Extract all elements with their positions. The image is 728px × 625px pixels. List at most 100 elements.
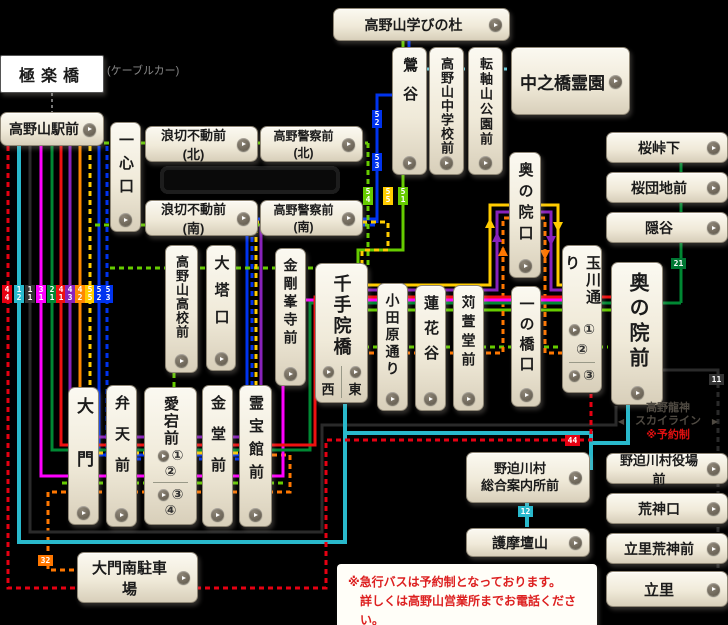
detail-arrow-icon[interactable] xyxy=(177,571,190,584)
station-karukayado-mae[interactable]: 苅萱堂前 xyxy=(453,285,484,411)
detail-arrow-icon[interactable] xyxy=(707,502,720,515)
station-label: 大塔口 xyxy=(212,255,230,336)
detail-arrow-icon[interactable] xyxy=(707,141,720,154)
station-uguisudani[interactable]: 鶯谷 xyxy=(392,47,427,175)
detail-arrow-icon[interactable] xyxy=(237,137,250,151)
station-daimon-minami-chushajo[interactable]: 大門南駐車場 xyxy=(77,552,198,603)
station-atago-mae[interactable]: 愛宕前 ① ② ③ ④ xyxy=(144,387,197,525)
detail-arrow-icon[interactable] xyxy=(707,462,720,475)
senjuinbashi-west-east: 西 東 xyxy=(316,366,367,398)
detail-arrow-icon[interactable] xyxy=(157,489,169,500)
detail-arrow-icon[interactable] xyxy=(424,392,437,405)
station-rengedani[interactable]: 蓮花谷 xyxy=(415,285,446,411)
detail-arrow-icon[interactable] xyxy=(569,471,582,484)
detail-arrow-icon[interactable] xyxy=(157,450,169,461)
station-isshinguchi[interactable]: 一心口 xyxy=(110,122,141,232)
detail-arrow-icon[interactable] xyxy=(403,156,416,169)
detail-arrow-icon[interactable] xyxy=(630,386,644,399)
detail-arrow-icon[interactable] xyxy=(707,221,720,234)
detail-arrow-icon[interactable] xyxy=(609,74,622,88)
detail-arrow-icon[interactable] xyxy=(518,259,532,272)
route-badge-51: 51 xyxy=(398,187,408,205)
detail-arrow-icon[interactable] xyxy=(115,508,128,521)
detail-arrow-icon[interactable] xyxy=(707,542,720,555)
route-badge-53b: 53 xyxy=(372,153,382,171)
station-kondo-mae[interactable]: 金堂前 xyxy=(202,385,233,527)
station-koya-keisatsu-mae-minami[interactable]: 高野警察前 (南) xyxy=(260,200,363,236)
station-namikiri-fudo-mae-minami[interactable]: 浪切不動前(南) xyxy=(145,200,258,236)
detail-arrow-icon[interactable] xyxy=(707,582,720,596)
route-badge-11: 11 xyxy=(25,285,35,303)
station-koya-keisatsu-mae-kita[interactable]: 高野警察前 (北) xyxy=(260,126,363,162)
station-label: 桜団地前 xyxy=(631,179,687,196)
station-sakuradanchi-mae[interactable]: 桜団地前 xyxy=(606,172,728,203)
detail-arrow-icon[interactable] xyxy=(440,156,453,169)
station-daimon[interactable]: 大門 xyxy=(68,387,99,525)
detail-arrow-icon[interactable] xyxy=(237,211,250,225)
station-nosegawa-yakuba-mae[interactable]: 野迫川村役場前 xyxy=(606,453,728,487)
route-badge-21: 21 xyxy=(47,285,57,303)
detail-arrow-icon[interactable] xyxy=(175,354,188,367)
station-tateri-kojin-mae[interactable]: 立里荒神前 xyxy=(606,533,728,564)
station-odawaradori[interactable]: 小田原通り xyxy=(377,283,408,411)
station-ichinohashiguchi[interactable]: 一の橋口 xyxy=(511,286,541,407)
station-okunoin-mae[interactable]: 奥の院前 xyxy=(611,262,663,405)
station-nosegawa-annaijo[interactable]: 野迫川村 総合案内所前 xyxy=(466,452,590,503)
station-benten-mae[interactable]: 弁天前 xyxy=(106,385,137,527)
detail-arrow-icon[interactable] xyxy=(569,369,581,381)
detail-arrow-icon[interactable] xyxy=(349,366,361,377)
station-label: 一心口 xyxy=(117,132,134,201)
station-tateri[interactable]: 立里 xyxy=(606,571,728,607)
route-line-31 xyxy=(39,146,562,478)
station-label: 野迫川村役場前 xyxy=(619,452,698,487)
detail-arrow-icon[interactable] xyxy=(83,122,96,136)
station-senjuinbashi[interactable]: 千手院橋 西 東 xyxy=(315,263,368,403)
detail-arrow-icon[interactable] xyxy=(707,181,720,194)
detail-arrow-icon[interactable] xyxy=(569,536,582,549)
station-kongobuji-mae[interactable]: 金剛峯寺前 xyxy=(275,248,306,386)
detail-arrow-icon[interactable] xyxy=(119,213,132,226)
station-reihokan-mae[interactable]: 霊宝館前 xyxy=(239,385,272,527)
station-daitoguchi[interactable]: 大塔口 xyxy=(206,245,236,371)
detail-arrow-icon[interactable] xyxy=(77,506,90,519)
station-label: 大門 xyxy=(74,397,93,503)
station-sakuratoge-shita[interactable]: 桜峠下 xyxy=(606,132,728,163)
detail-arrow-icon[interactable] xyxy=(462,392,475,405)
detail-arrow-icon[interactable] xyxy=(284,367,297,380)
detail-arrow-icon[interactable] xyxy=(386,392,399,405)
route-badge-31: 31 xyxy=(36,285,46,303)
station-label: 高野警察前 (南) xyxy=(273,203,334,234)
station-tamagawadori[interactable]: 玉川通り ① ② ③ xyxy=(562,245,602,393)
station-okunoinguchi[interactable]: 奥の院口 xyxy=(509,152,541,278)
detail-arrow-icon[interactable] xyxy=(214,352,228,365)
detail-arrow-icon[interactable] xyxy=(519,388,533,401)
station-label-line1: 野迫川村 xyxy=(493,460,546,476)
detail-arrow-icon[interactable] xyxy=(322,366,334,377)
east-label: 東 xyxy=(348,382,362,397)
detail-arrow-icon[interactable] xyxy=(342,211,355,225)
station-label: 桜峠下 xyxy=(638,139,680,156)
station-namikiri-fudo-mae-kita[interactable]: 浪切不動前(北) xyxy=(145,126,258,162)
divider xyxy=(341,366,342,398)
detail-arrow-icon[interactable] xyxy=(249,508,262,521)
station-koyasan-koko-mae[interactable]: 高野山高校前 xyxy=(165,245,198,373)
reservation-note: ※予約制 xyxy=(646,429,690,442)
detail-arrow-icon[interactable] xyxy=(211,508,224,521)
detail-arrow-icon[interactable] xyxy=(489,18,502,31)
route-badge-42: 42 xyxy=(75,285,85,303)
platform-3: ③ xyxy=(583,366,595,383)
notice-line1: ※急行バスは予約制となっております。 xyxy=(348,575,562,589)
station-manabinomori[interactable]: 高野山学びの杜 xyxy=(333,8,510,41)
detail-arrow-icon[interactable] xyxy=(342,137,355,151)
left-arrow-icon: ◀ xyxy=(618,416,625,426)
station-kakuredani[interactable]: 隠谷 xyxy=(606,212,728,243)
station-tenjikuyama-koen-mae[interactable]: 転軸山公園前 xyxy=(468,47,503,175)
station-gomadanzan[interactable]: 護摩壇山 xyxy=(466,528,590,557)
station-chugakko-mae[interactable]: 高野山中学校前 xyxy=(429,47,464,175)
station-kojinguchi[interactable]: 荒神口 xyxy=(606,493,728,524)
detail-arrow-icon[interactable] xyxy=(569,324,581,336)
detail-arrow-icon[interactable] xyxy=(479,156,492,169)
station-koyasan-ekimae[interactable]: 高野山駅前 xyxy=(0,112,104,146)
station-label: 弁天前 xyxy=(113,395,130,488)
station-nakanohashi-reien[interactable]: 中之橋霊園 xyxy=(511,47,630,115)
